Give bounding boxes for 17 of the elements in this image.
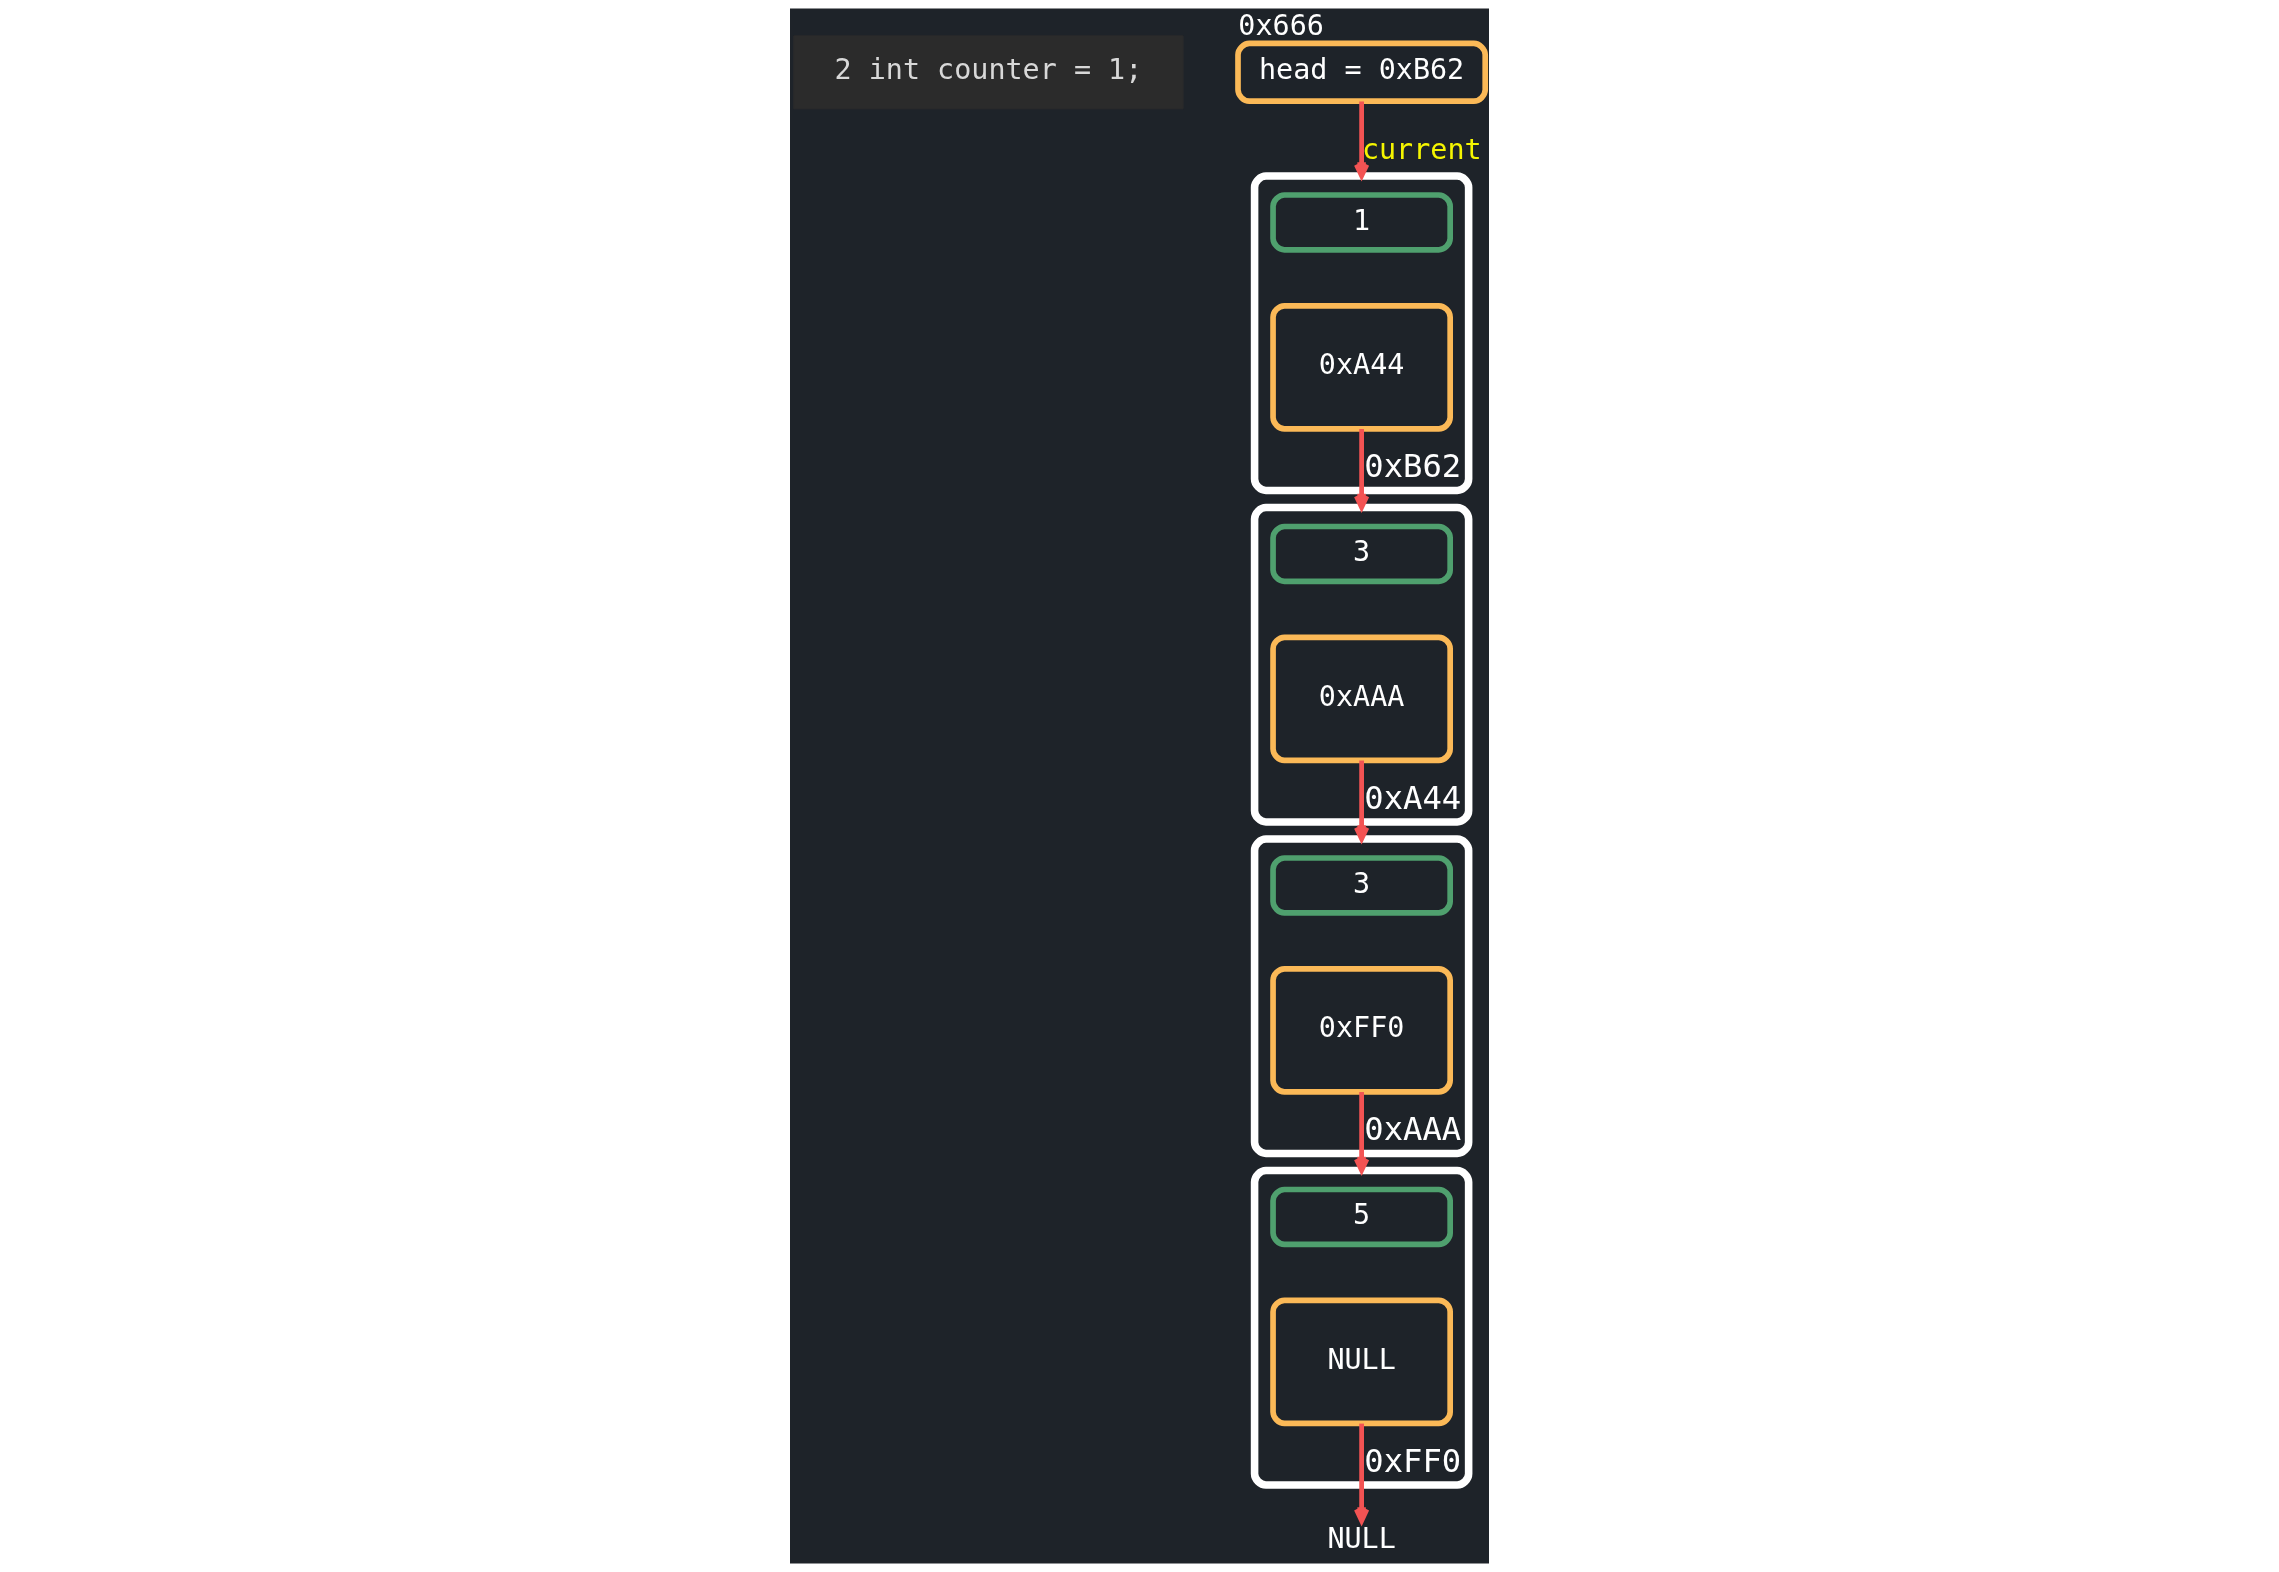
arrow bbox=[1353, 1092, 1370, 1174]
node-box: 5 bbox=[1270, 1186, 1453, 1248]
node-box: 3 bbox=[1270, 855, 1453, 916]
node-label: 0x666 bbox=[1238, 8, 1324, 42]
arrow bbox=[1353, 1423, 1370, 1524]
node-box: NULL bbox=[1270, 1297, 1453, 1427]
arrow bbox=[1353, 429, 1370, 511]
edge-label: current bbox=[1361, 132, 1482, 166]
node-box: 0xAAA bbox=[1270, 634, 1453, 764]
node-box: head = 0xB62 bbox=[1235, 40, 1489, 105]
node-box: 0xA44 bbox=[1270, 302, 1453, 432]
arrow bbox=[1353, 760, 1370, 842]
node-box: 1 bbox=[1270, 192, 1453, 253]
arrow bbox=[1353, 101, 1370, 179]
node-box: 0xFF0 bbox=[1270, 965, 1453, 1095]
node-text: NULL bbox=[1327, 1521, 1396, 1555]
node-box: 3 bbox=[1270, 523, 1453, 585]
